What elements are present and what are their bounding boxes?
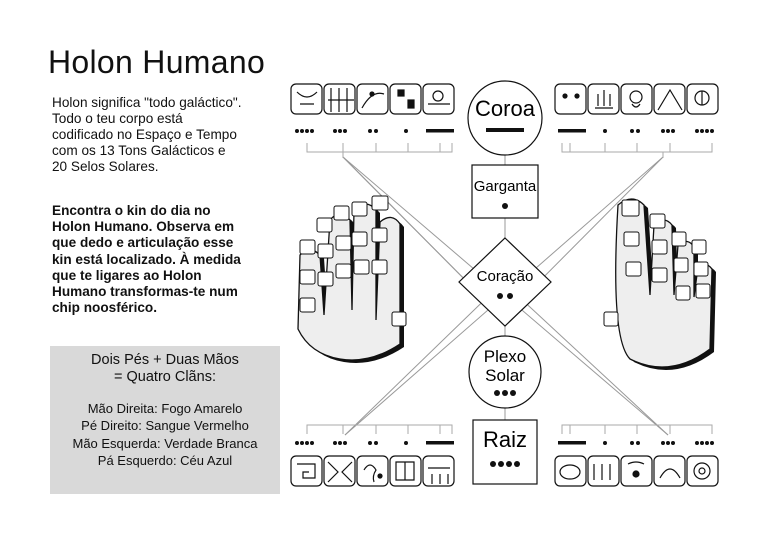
intro-line: Todo o teu corpo está: [52, 111, 183, 126]
seal-icon: [587, 455, 620, 487]
instruction-line: Encontra o kin do dia no: [52, 203, 211, 218]
chakra-label: Garganta: [474, 178, 537, 195]
tone-dot: [490, 461, 496, 467]
seal-icon: [620, 83, 653, 115]
tone-dot: [497, 293, 503, 299]
tone-dot: [506, 461, 512, 467]
chakra-raiz: Raiz: [472, 419, 538, 485]
brackets: [306, 143, 713, 434]
chakra-garganta: Garganta: [471, 164, 539, 219]
intro-line: Holon significa "todo galáctico".: [52, 95, 242, 110]
chakra-square: [471, 164, 539, 219]
seal-icon: [356, 455, 389, 487]
chakra-label: Plexo: [484, 347, 527, 366]
seal-icon: [422, 83, 455, 115]
seal-icon: [554, 83, 587, 115]
seal-icon: [356, 83, 389, 115]
solar-seals-bottom-right: [554, 455, 719, 487]
seal-icon: [290, 83, 323, 115]
chakra-plexo-solar: Plexo Solar: [468, 335, 542, 409]
intro-text: Holon significa "todo galáctico". Todo o…: [52, 95, 292, 175]
chakra-circle: [468, 335, 542, 409]
instruction-line: que dedo e articulação esse: [52, 235, 234, 251]
tone-dot: [494, 390, 500, 396]
clans-heading-line: Dois Pés + Duas Mãos: [91, 352, 239, 368]
chakra-square: [472, 419, 538, 485]
tones-bottom-right: [558, 441, 714, 445]
instruction-line: que te ligares ao Holon: [52, 267, 202, 283]
clan-item: Pá Esquerdo: Céu Azul: [97, 453, 233, 469]
tones-top-left: [295, 129, 454, 133]
chakra-label: Coração: [477, 268, 534, 285]
chakra-coracao: Coração: [458, 237, 552, 327]
tone-dot: [502, 390, 508, 396]
clan-item: Mão Direita: Fogo Amarelo: [87, 401, 243, 416]
tone-dot: [507, 293, 513, 299]
chakra-label: Solar: [485, 366, 525, 385]
chakra-label: Raiz: [483, 427, 527, 452]
tone-bar: [486, 128, 524, 132]
instruction-line: Humano transformas-te num: [52, 284, 238, 300]
clans-heading: Dois Pés + Duas Mãos = Quatro Clãns:: [50, 352, 280, 386]
seal-icon: [290, 455, 323, 487]
chakra-label: Coroa: [475, 96, 536, 121]
seal-icon: [653, 83, 686, 115]
solar-seals-top-left: [290, 83, 455, 115]
instruction-text: Encontra o kin do dia no Holon Humano. O…: [52, 203, 292, 316]
clans-box: Dois Pés + Duas Mãos = Quatro Clãns: Mão…: [50, 346, 280, 494]
tone-dot: [498, 461, 504, 467]
seal-icon: [422, 455, 455, 487]
tone-dot: [514, 461, 520, 467]
chakra-coroa: Coroa: [467, 80, 543, 156]
instruction-line: chip noosférico.: [52, 300, 157, 316]
solar-seals-bottom-left: [290, 455, 455, 487]
instruction-line: Holon Humano. Observa em: [52, 219, 235, 235]
seal-icon: [554, 455, 587, 487]
solar-seals-top-right: [554, 83, 719, 115]
chakra-diamond: [458, 237, 552, 327]
tones-top-right: [558, 129, 714, 133]
clans-list: Mão Direita: Fogo Amarelo Pé Direito: Sa…: [50, 400, 280, 470]
tones-bottom-left: [295, 441, 454, 445]
intro-line: codificado no Espaço e Tempo: [52, 127, 237, 142]
right-foot-illustration: [603, 198, 716, 370]
seal-icon: [389, 83, 422, 115]
clans-heading-line: = Quatro Clãns:: [114, 369, 216, 385]
left-hand-illustration: [297, 195, 407, 363]
page-title: Holon Humano: [48, 44, 266, 80]
tone-dot: [502, 203, 508, 209]
instruction-line: kin está localizado. À medida: [52, 251, 241, 267]
tone-dot: [510, 390, 516, 396]
intro-line: com os 13 Tons Galácticos e: [52, 143, 226, 158]
intro-line: 20 Selos Solares.: [52, 159, 159, 174]
chakra-circle: [467, 80, 543, 156]
clan-item: Mão Esquerda: Verdade Branca: [72, 435, 258, 451]
seal-icon: [686, 455, 719, 487]
clan-item: Pé Direito: Sangue Vermelho: [81, 418, 249, 434]
seal-icon: [653, 455, 686, 487]
